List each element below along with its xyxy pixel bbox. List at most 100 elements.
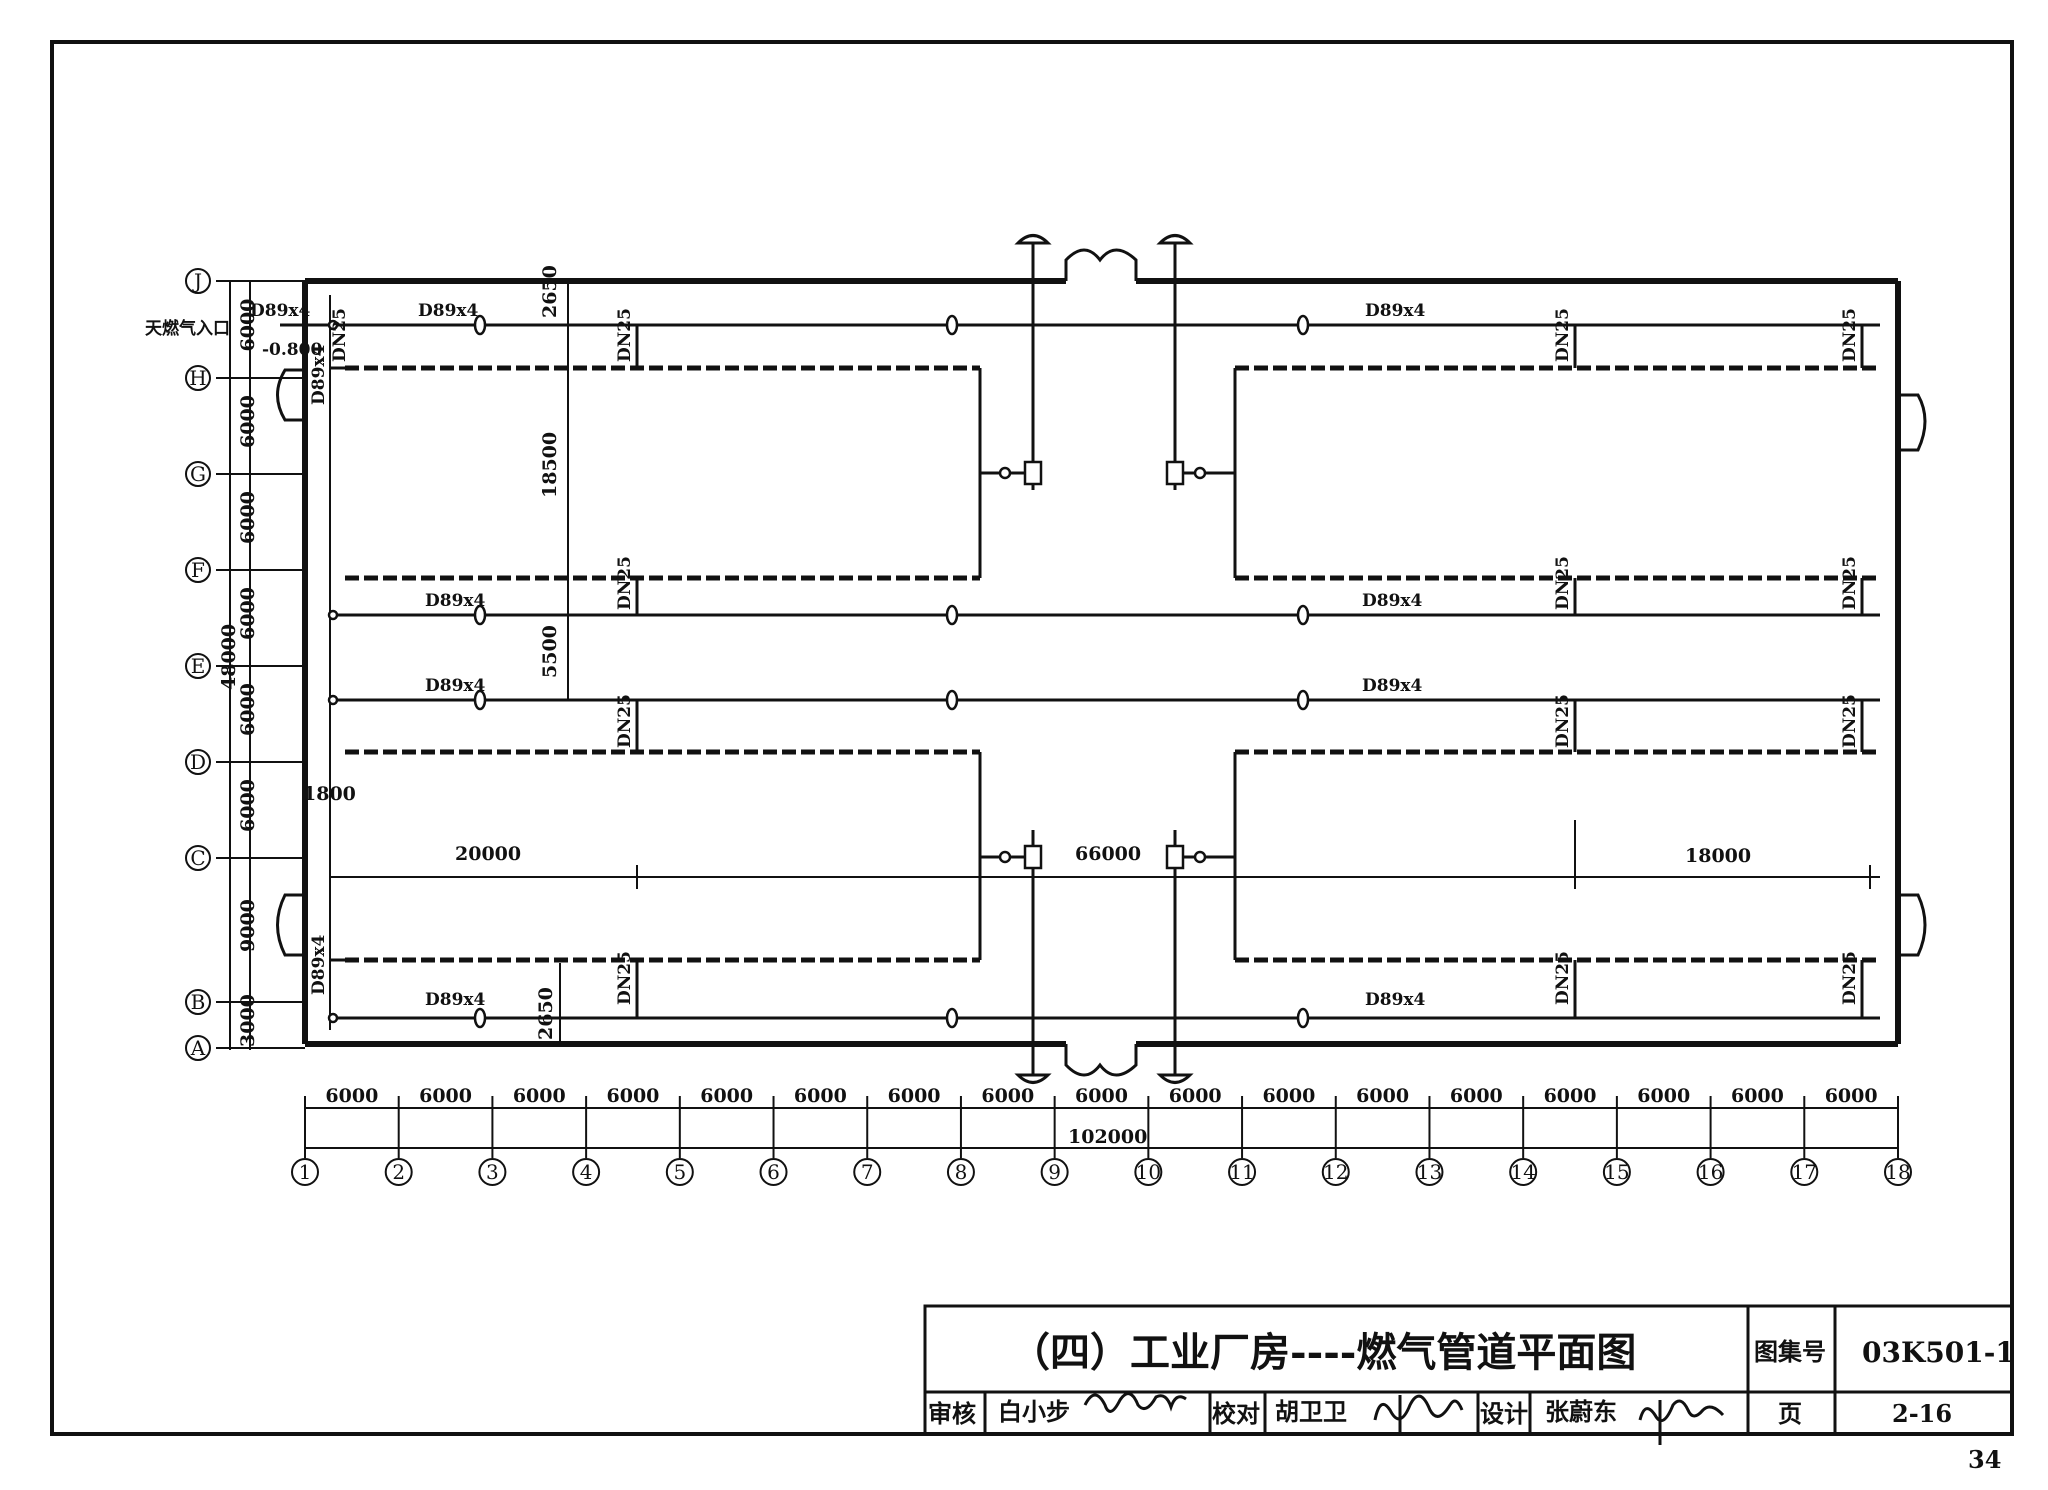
valve-symbols — [327, 314, 1310, 1029]
row-axis-label: B — [191, 990, 206, 1014]
row-axis-bubble — [185, 845, 211, 871]
col-spacing-label: 6000 — [1356, 1085, 1409, 1107]
col-axis-label: 17 — [1792, 1160, 1817, 1184]
col-axis-label: 12 — [1323, 1160, 1348, 1184]
row-spacing-label: 6000 — [237, 299, 259, 352]
pipe-label-mid2-1: D89x4 — [425, 676, 486, 696]
pipe-label-mid2-2: D89x4 — [1362, 676, 1423, 696]
col-axis-bubble — [1415, 1158, 1444, 1186]
atlas-no: 03K501-1 — [1862, 1336, 2015, 1369]
pipe-label-bottom-1: D89x4 — [425, 990, 486, 1010]
col-axis-label: 6 — [767, 1160, 780, 1184]
total-depth-label: 48000 — [218, 624, 240, 690]
col-dimension-labels: 6000 6000 6000 6000 6000 6000 6000 6000 6000 6000… — [325, 1085, 1877, 1107]
col-axis-bubble — [572, 1158, 601, 1186]
col-spacing-label: 6000 — [700, 1085, 753, 1107]
pipe-label-left-vertical: D89x4 — [309, 344, 329, 405]
col-spacing-label: 6000 — [1450, 1085, 1503, 1107]
checker-name: 胡卫卫 — [1275, 1397, 1347, 1426]
col-axis-label: 16 — [1698, 1160, 1723, 1184]
col-axis-label: 3 — [486, 1160, 499, 1184]
row-axis-label: G — [190, 462, 206, 486]
col-axis-label: 18 — [1885, 1160, 1910, 1184]
pipe-label-mid1-2: D89x4 — [1362, 591, 1423, 611]
row-axis-label: C — [190, 846, 205, 870]
col-axis-label: 5 — [673, 1160, 686, 1184]
row-spacing-label: 6000 — [237, 491, 259, 544]
reviewer-signature — [1083, 1392, 1187, 1413]
drawing-title: （四）工业厂房----燃气管道平面图 — [1010, 1329, 1636, 1376]
branch-label-1: DN25 — [330, 308, 350, 362]
dim-2650-bottom: 2650 — [535, 987, 557, 1040]
row-spacing-label: 6000 — [237, 395, 259, 448]
dim-5500: 5500 — [539, 625, 561, 678]
design-label: 设计 — [1480, 1399, 1528, 1428]
col-spacing-label: 6000 — [981, 1085, 1034, 1107]
sheet-page-number: 34 — [1968, 1445, 2001, 1474]
gas-inlet-label: 天燃气入口 — [145, 318, 230, 339]
dim-66000: 66000 — [1075, 843, 1141, 865]
col-axis-bubble — [853, 1158, 882, 1186]
branch-label-7: DN25 — [1840, 556, 1860, 610]
branch-label-3: DN25 — [1553, 308, 1573, 362]
total-width-label: 102000 — [1068, 1126, 1147, 1148]
reviewer-name: 白小步 — [998, 1397, 1070, 1426]
check-label: 校对 — [1212, 1399, 1260, 1428]
col-axis-grid — [305, 1107, 1898, 1149]
dim-18500: 18500 — [539, 432, 561, 498]
col-axis-label: 7 — [861, 1160, 874, 1184]
col-axis-bubble — [759, 1158, 788, 1186]
col-axis-label: 2 — [392, 1160, 405, 1184]
row-axis-bubble — [185, 557, 211, 583]
col-axis-label: 4 — [580, 1160, 593, 1184]
col-axis-bubble — [1228, 1158, 1257, 1186]
col-axis-bubble — [384, 1158, 413, 1186]
col-spacing-label: 6000 — [1169, 1085, 1222, 1107]
col-spacing-label: 6000 — [1825, 1085, 1878, 1107]
row-axis-label: F — [191, 558, 205, 582]
col-axis-bubble — [1696, 1158, 1725, 1186]
branch-label-5: DN25 — [615, 556, 635, 610]
col-axis-label: 1 — [299, 1160, 312, 1184]
col-axis-bubble — [478, 1158, 507, 1186]
col-axis-label: 15 — [1604, 1160, 1629, 1184]
branch-label-4: DN25 — [1840, 308, 1860, 362]
atlas-no-label: 图集号 — [1754, 1337, 1826, 1366]
col-axis-label: 14 — [1510, 1160, 1535, 1184]
branch-label-12: DN25 — [1553, 951, 1573, 1005]
row-axis-bubble — [185, 653, 211, 679]
page-label: 页 — [1778, 1399, 1802, 1428]
col-spacing-label: 6000 — [607, 1085, 660, 1107]
review-label: 审核 — [928, 1399, 976, 1428]
col-axis-label: 13 — [1417, 1160, 1442, 1184]
branch-label-9: DN25 — [1553, 694, 1573, 748]
row-axis-bubble — [185, 989, 211, 1015]
vent-caps — [1014, 234, 1194, 1084]
col-spacing-label: 6000 — [794, 1085, 847, 1107]
inlet-elevation-label: -0.800 — [262, 340, 322, 360]
col-spacing-label: 6000 — [513, 1085, 566, 1107]
branch-label-2: DN25 — [615, 308, 635, 362]
col-spacing-label: 6000 — [888, 1085, 941, 1107]
row-axis-bubble — [185, 268, 211, 294]
building-walls — [302, 278, 1901, 1047]
col-axis-bubble — [1602, 1158, 1631, 1186]
col-spacing-label: 6000 — [1544, 1085, 1597, 1107]
row-axis-bubble — [185, 461, 211, 487]
col-axis-bubble — [665, 1158, 694, 1186]
branch-label-6: DN25 — [1553, 556, 1573, 610]
col-axis-label: 10 — [1136, 1160, 1161, 1184]
col-spacing-label: 6000 — [1262, 1085, 1315, 1107]
row-axis-label: D — [190, 750, 206, 774]
dim-18000: 18000 — [1685, 845, 1751, 867]
col-axis-bubble — [1790, 1158, 1819, 1186]
col-axis-bubble — [1040, 1158, 1069, 1186]
pipe-label-mid1-1: D89x4 — [425, 591, 486, 611]
row-axis-bubble — [185, 1035, 211, 1061]
designer-name: 张蔚东 — [1545, 1397, 1617, 1426]
main-gas-pipes — [280, 323, 1880, 1020]
col-axis-label: 11 — [1229, 1160, 1254, 1184]
row-axis-grid — [216, 280, 305, 1050]
